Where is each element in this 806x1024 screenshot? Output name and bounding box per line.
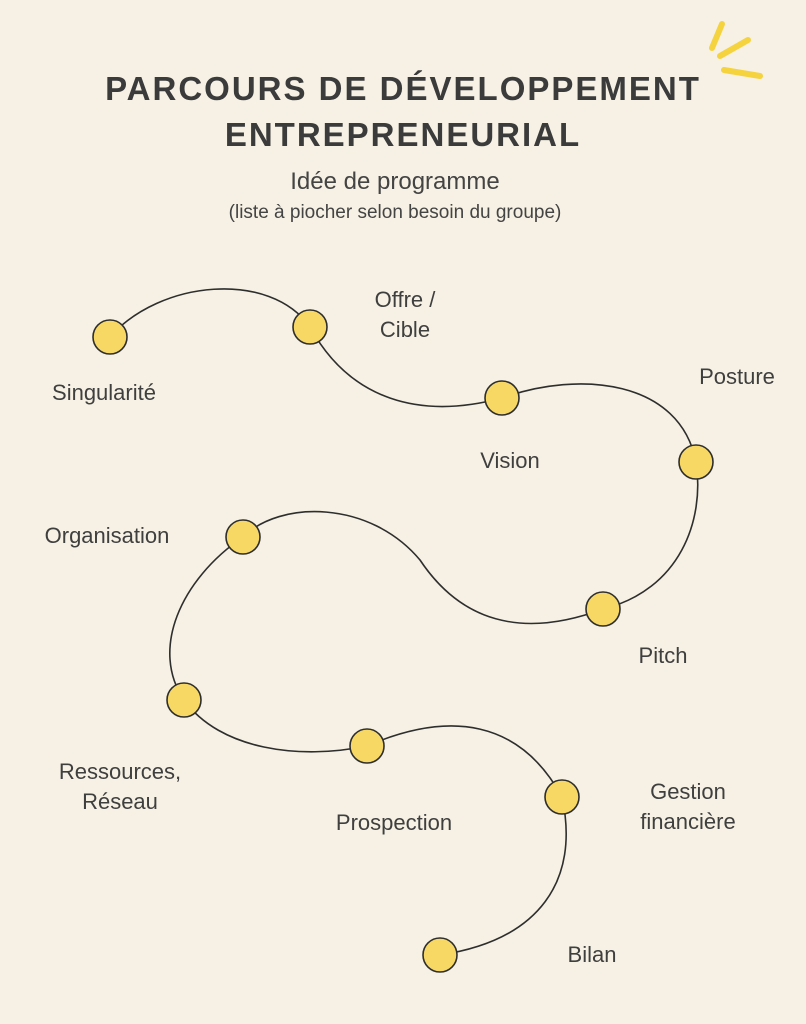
- subtitle: Idée de programme: [290, 168, 500, 195]
- step-node-6: [225, 519, 261, 555]
- step-node-7: [166, 682, 202, 718]
- step-node-10: [422, 937, 458, 973]
- title-line-1: PARCOURS DE DÉVELOPPEMENT: [105, 70, 701, 107]
- subtitle-note: (liste à piocher selon besoin du groupe): [228, 202, 562, 223]
- step-label-prospection: Prospection: [335, 810, 453, 835]
- step-node-5: [585, 591, 621, 627]
- step-label-pitch: Pitch: [638, 643, 688, 668]
- step-node-8: [349, 728, 385, 764]
- step-node-2: [292, 309, 328, 345]
- step-label-organisation: Organisation: [44, 523, 170, 548]
- step-label-singularite: Singularité: [52, 380, 156, 405]
- step-node-9: [544, 779, 580, 815]
- step-node-3: [484, 380, 520, 416]
- title-line-2: ENTREPRENEURIAL: [224, 116, 582, 153]
- step-label-posture: Posture: [699, 364, 775, 389]
- step-label-offre-cible: Offre / Cible: [374, 287, 436, 342]
- step-label-gestion-financiere: Gestion financière: [640, 779, 736, 834]
- step-label-vision: Vision: [480, 448, 540, 473]
- sparkle-icon: [709, 21, 763, 79]
- step-label-ressources-reseau: Ressources, Réseau: [58, 759, 182, 814]
- step-label-bilan: Bilan: [567, 942, 617, 967]
- step-node-1: [92, 319, 128, 355]
- journey-path: [109, 288, 699, 956]
- step-node-4: [678, 444, 714, 480]
- page-title: PARCOURS DE DÉVELOPPEMENT ENTREPRENEURIA…: [0, 66, 806, 158]
